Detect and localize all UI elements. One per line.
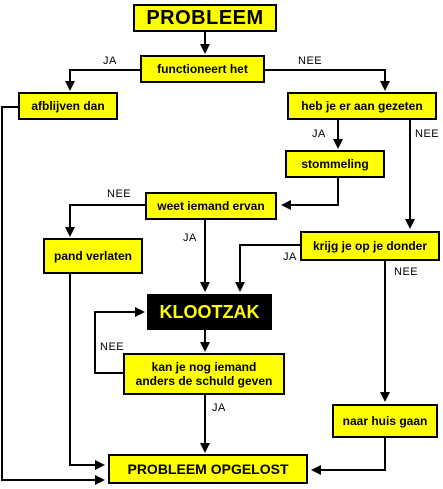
arrow-afblijven-opgelost (1, 106, 105, 485)
label-ja-schuld: JA (212, 402, 226, 414)
node-donder: krijg je op je donder (300, 231, 440, 261)
node-functioneert: functioneert het (140, 55, 265, 83)
arrow-pand-opgelost (69, 273, 105, 470)
label-nee-schuld: NEE (100, 341, 125, 353)
node-schuld-line2: anders de schuld geven (135, 374, 273, 388)
arrow-weet-pand (65, 204, 145, 237)
label-ja-gezeten: JA (312, 128, 326, 140)
label-nee-donder: NEE (394, 266, 419, 278)
node-schuld-line1: kan je nog iemand (151, 360, 257, 374)
node-probleem: PROBLEEM (133, 4, 277, 32)
label-nee-weet: NEE (107, 188, 132, 200)
node-opgelost: PROBLEEM OPGELOST (108, 454, 308, 484)
arrow-donder-klootzak (235, 244, 300, 292)
arrow-naarhuis-opgelost (311, 437, 386, 475)
node-pand: pand verlaten (43, 238, 143, 274)
node-gezeten: heb je er aan gezeten (287, 92, 437, 120)
arrow-functioneert-afblijven (65, 69, 140, 91)
node-weet: weet iemand ervan (145, 192, 277, 220)
label-ja-weet: JA (183, 232, 197, 244)
arrow-functioneert-gezeten (265, 69, 390, 91)
arrow-schuld-klootzak (94, 307, 145, 374)
node-naarhuis: naar huis gaan (332, 404, 438, 438)
label-ja-donder: JA (283, 251, 297, 263)
node-afblijven: afblijven dan (18, 92, 118, 120)
node-stommeling: stommeling (285, 150, 385, 178)
arrow-stommeling-weet (281, 177, 339, 210)
label-nee-gezeten: NEE (415, 128, 440, 140)
node-klootzak: KLOOTZAK (147, 294, 272, 330)
label-ja-functioneert: JA (103, 55, 117, 67)
node-schuld: kan je nog iemand anders de schuld geven (123, 353, 285, 395)
label-nee-functioneert: NEE (298, 55, 323, 67)
